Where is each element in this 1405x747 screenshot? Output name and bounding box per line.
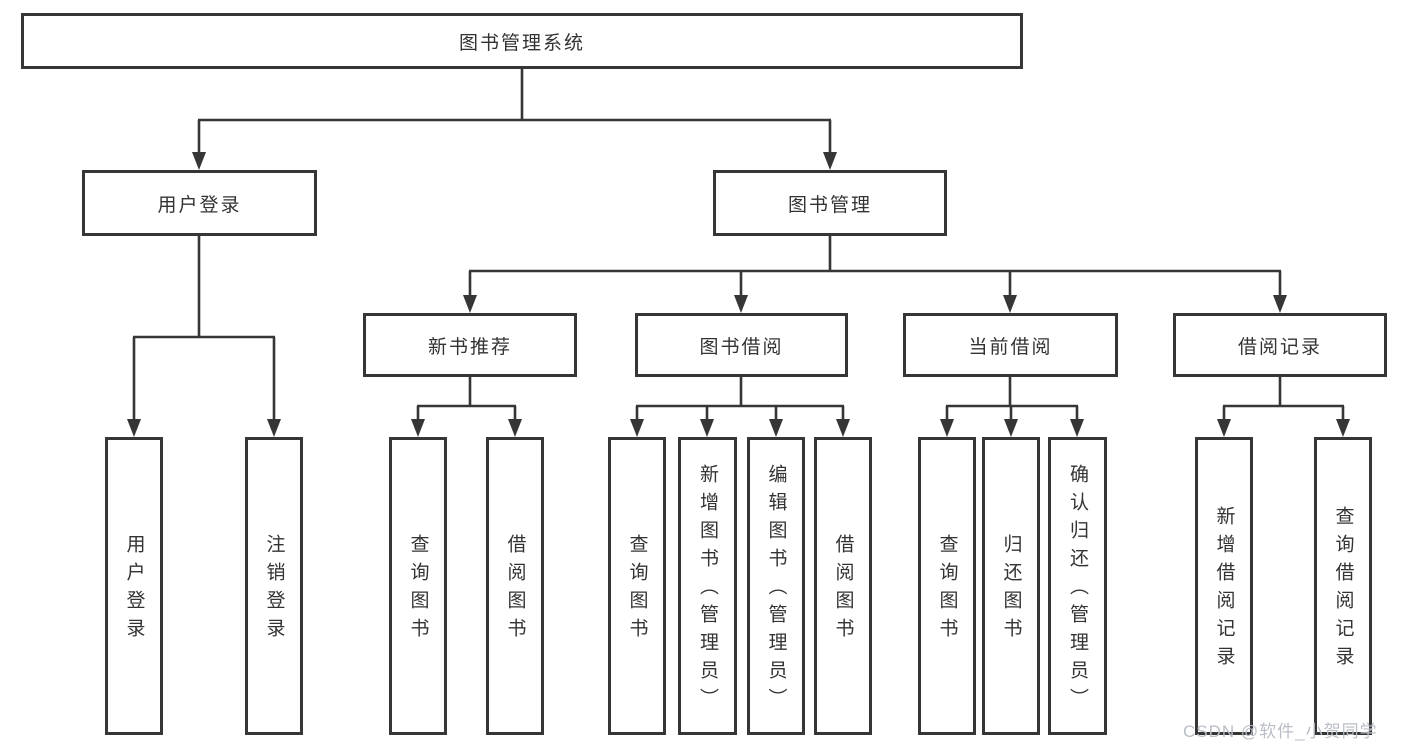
node-user-login-module: 用户登录 [82,170,317,236]
connector-path [132,68,1345,422]
node-new-book-recommendation: 新书推荐 [363,313,577,377]
leaf-query-borrow-record: 查询借阅记录 [1314,437,1372,735]
leaf-add-borrow-record: 新增借阅记录 [1195,437,1253,735]
leaf-logout: 注销登录 [245,437,303,735]
leaf-query-books-current: 查询图书 [918,437,976,735]
leaf-query-books-newbook: 查询图书 [389,437,447,735]
node-book-management-module: 图书管理 [713,170,947,236]
node-book-borrowing: 图书借阅 [635,313,848,377]
arrowheads [127,152,1350,437]
leaf-borrow-books-borrowing: 借阅图书 [814,437,872,735]
node-borrowing-records: 借阅记录 [1173,313,1387,377]
leaf-user-login: 用户登录 [105,437,163,735]
leaf-return-book: 归还图书 [982,437,1040,735]
leaf-confirm-return-admin: 确认归还（管理员） [1048,437,1107,735]
leaf-edit-book-admin: 编辑图书（管理员） [747,437,805,735]
node-library-management-system: 图书管理系统 [21,13,1023,69]
csdn-watermark: CSDN @软件_小贺同学 [1183,722,1378,741]
leaf-borrow-books-newbook: 借阅图书 [486,437,544,735]
leaf-query-books-borrowing: 查询图书 [608,437,666,735]
leaf-add-book-admin: 新增图书（管理员） [678,437,737,735]
node-current-borrowing: 当前借阅 [903,313,1118,377]
